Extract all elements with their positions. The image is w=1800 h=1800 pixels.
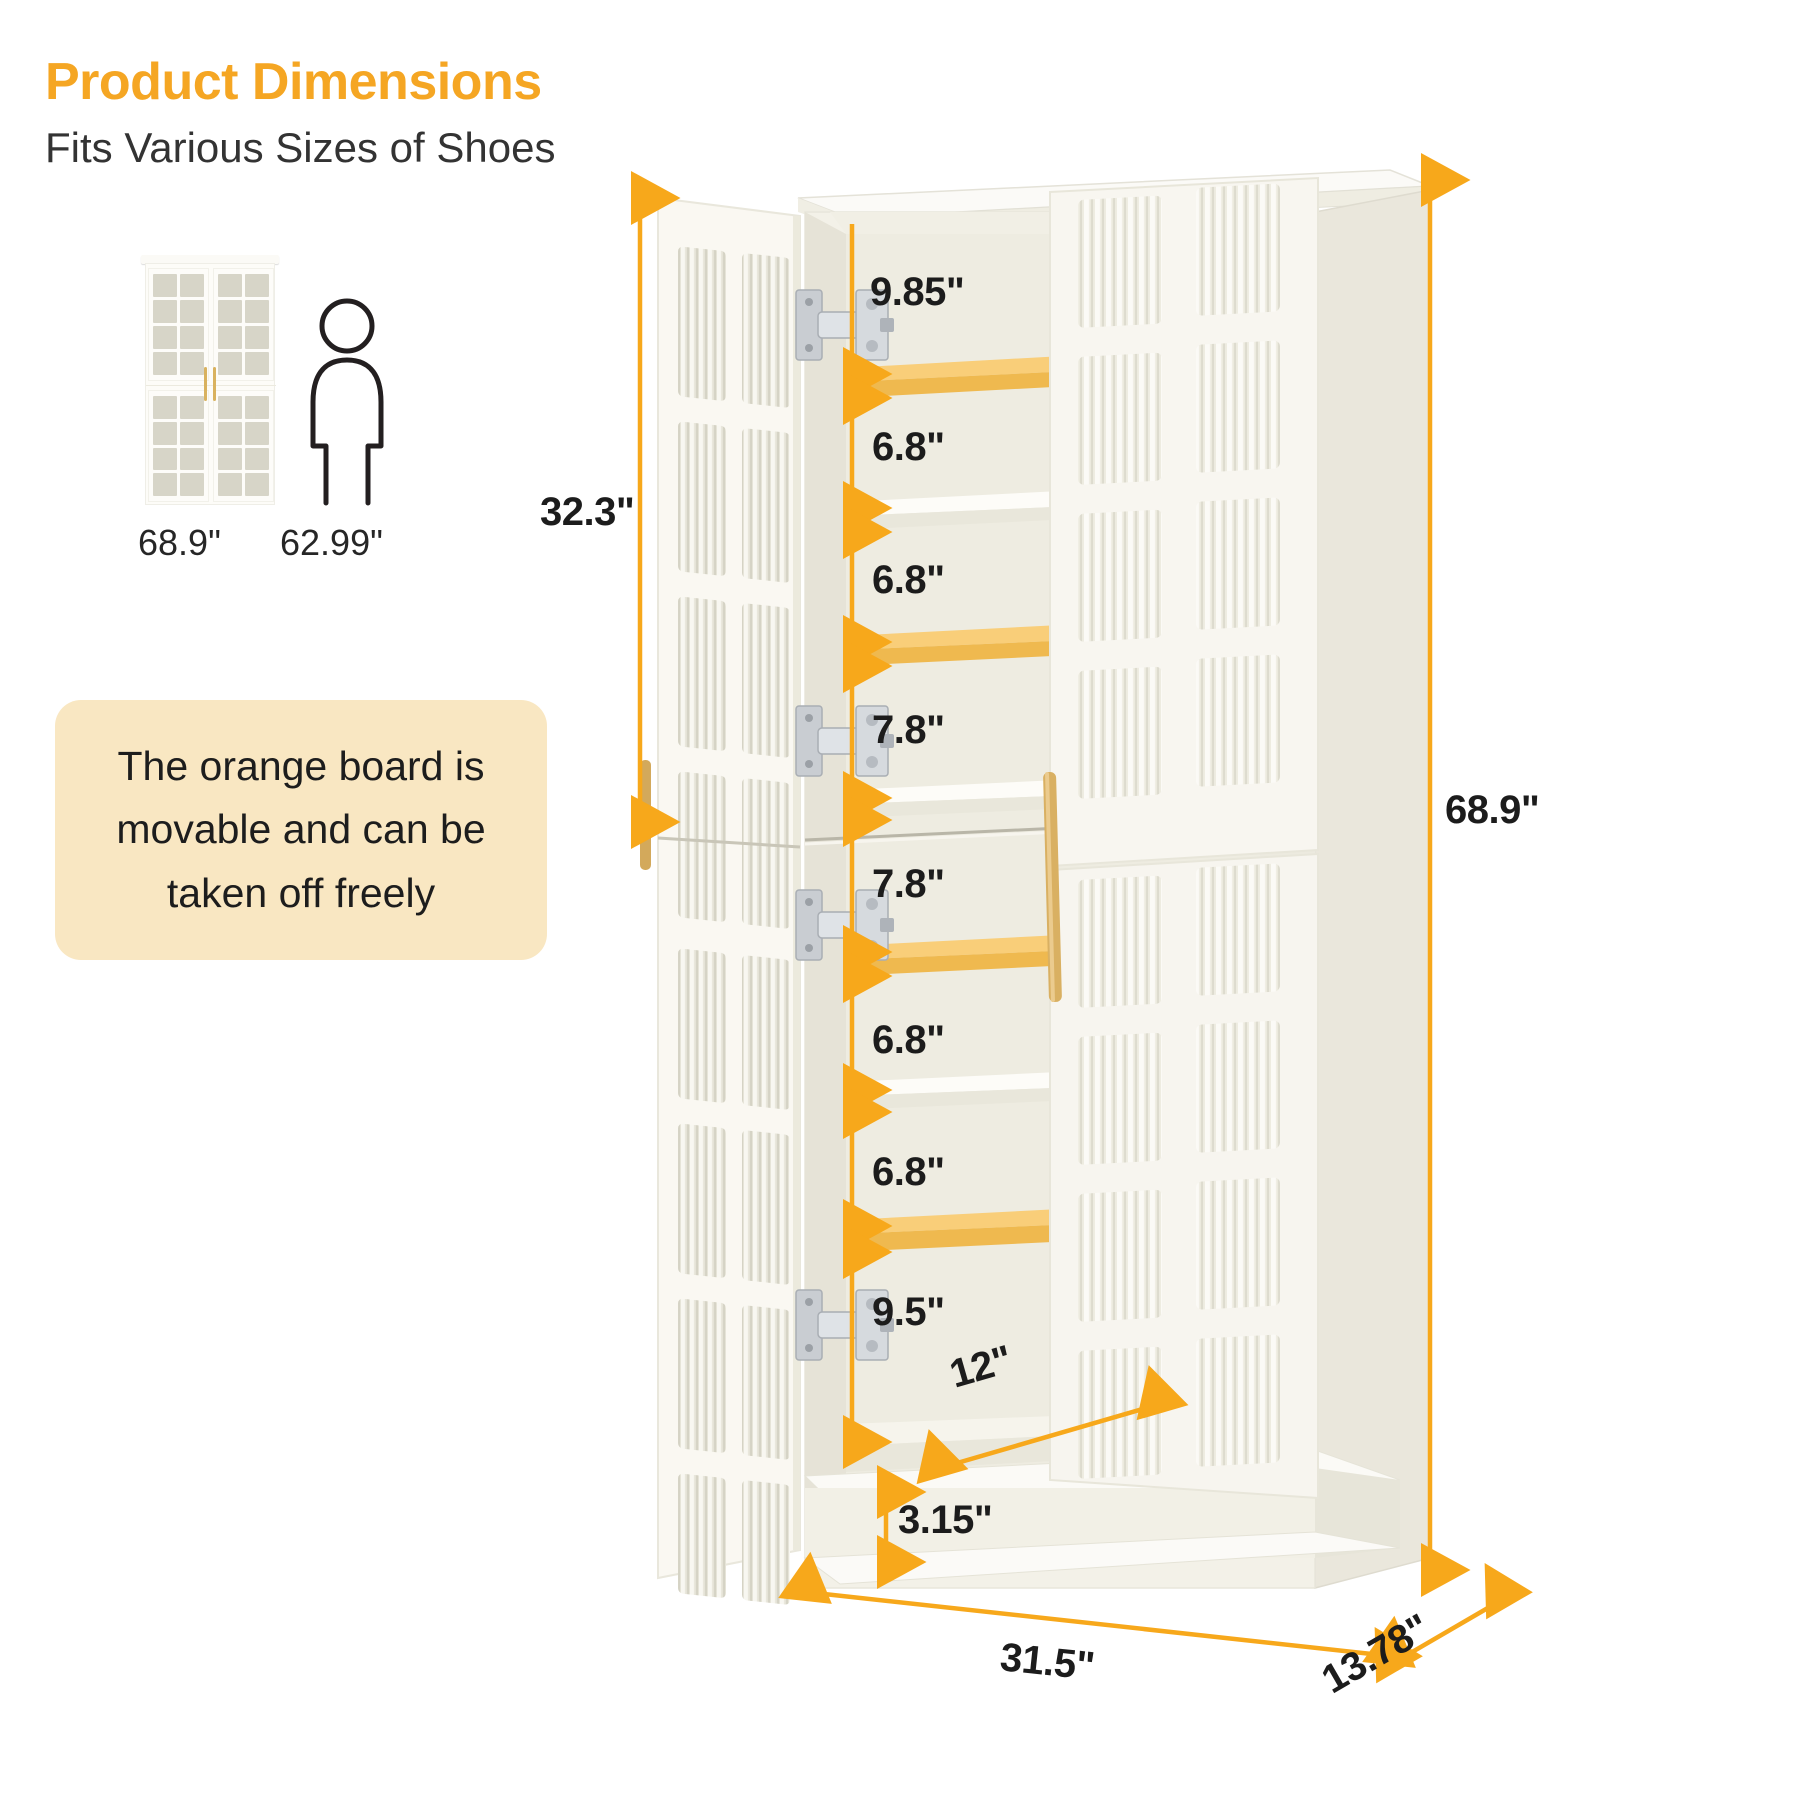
glass-pane: [180, 300, 204, 323]
dimension-label-compartment-6: 6.8": [872, 1018, 945, 1062]
glass-pane: [245, 473, 269, 496]
callout-text: The orange board is movable and can be t…: [116, 742, 486, 916]
glass-pane: [218, 274, 242, 297]
glass-pane: [153, 396, 177, 419]
dimension-label-compartment-1: 9.85": [870, 270, 965, 314]
glass-pane: [180, 274, 204, 297]
cabinet-thumbnail-icon: [141, 255, 279, 506]
dimension-arrows: [631, 153, 1533, 1684]
person-silhouette-icon: [310, 298, 384, 506]
glass-pane: [180, 447, 204, 471]
cabinet-thumbnail-door: [148, 390, 209, 502]
glass-pane: [153, 421, 177, 445]
cabinet-thumbnail-body: [145, 263, 276, 506]
cabinet-height-label: 68.9": [138, 522, 221, 563]
dimension-label-upper-section: 32.3": [540, 490, 635, 534]
cabinet-thumbnail-lower-half: [146, 385, 276, 506]
glass-pane: [245, 447, 269, 471]
cabinet-thumbnail-door: [213, 390, 274, 502]
glass-pane: [245, 396, 269, 419]
glass-pane: [180, 473, 204, 496]
cabinet-thumbnail-door: [148, 268, 209, 381]
cabinet-diagram: 9.85" 6.8" 6.8" 7.8" 7.8" 6.8" 6.8" 9.5"…: [540, 150, 1800, 1800]
cabinet-thumbnail-top-board: [141, 255, 279, 264]
glass-pane: [218, 396, 242, 419]
door-handle-gold: [1043, 772, 1062, 1003]
handle-bar: [213, 367, 216, 401]
glass-pane: [153, 274, 177, 297]
cabinet-thumbnail-handles: [202, 367, 220, 401]
glass-pane: [218, 421, 242, 445]
callout-box: The orange board is movable and can be t…: [55, 700, 547, 960]
glass-pane: [218, 447, 242, 471]
dimension-label-compartment-5: 7.8": [872, 862, 945, 906]
glass-pane: [180, 396, 204, 419]
glass-pane: [218, 326, 242, 349]
dimension-label-plinth-height: 3.15": [898, 1498, 993, 1542]
glass-pane: [180, 421, 204, 445]
person-height-label: 62.99": [280, 522, 383, 563]
glass-pane: [153, 473, 177, 496]
glass-pane: [218, 473, 242, 496]
glass-pane: [153, 447, 177, 471]
scale-comparison-group: 68.9" 62.99": [120, 250, 460, 590]
page-title: Product Dimensions: [45, 53, 542, 111]
glass-pane: [245, 421, 269, 445]
glass-pane: [245, 352, 269, 375]
glass-pane: [245, 326, 269, 349]
cabinet-illustration: [631, 153, 1533, 1684]
cabinet-thumbnail-upper-half: [146, 264, 276, 385]
glass-pane: [153, 352, 177, 375]
glass-pane: [218, 300, 242, 323]
dimension-label-compartment-8: 9.5": [872, 1290, 945, 1334]
glass-pane: [180, 326, 204, 349]
glass-pane: [218, 352, 242, 375]
dimension-label-compartment-3: 6.8": [872, 558, 945, 602]
glass-pane: [245, 300, 269, 323]
dimension-label-total-height: 68.9": [1445, 788, 1540, 832]
cabinet-thumbnail-door: [213, 268, 274, 381]
glass-pane: [180, 352, 204, 375]
dimension-label-compartment-7: 6.8": [872, 1150, 945, 1194]
glass-pane: [153, 300, 177, 323]
handle-bar: [204, 367, 207, 401]
left-door-open: [640, 196, 801, 1605]
dimension-label-compartment-4: 7.8": [872, 708, 945, 752]
right-door: [1043, 176, 1319, 1500]
glass-pane: [153, 326, 177, 349]
dimension-label-compartment-2: 6.8": [872, 425, 945, 469]
page-subtitle: Fits Various Sizes of Shoes: [45, 124, 556, 171]
glass-pane: [245, 274, 269, 297]
